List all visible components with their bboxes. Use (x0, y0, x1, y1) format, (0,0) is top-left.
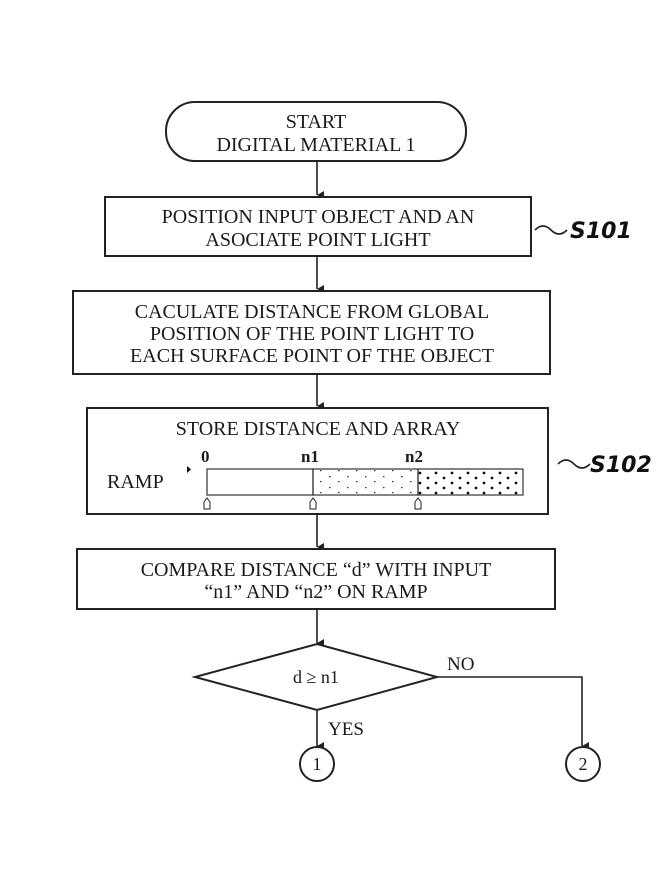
ramp-tick-0: 0 (201, 447, 210, 466)
decision-diamond: d ≥ n1 (191, 642, 441, 712)
step-s102-title: STORE DISTANCE AND ARRAY (176, 418, 461, 440)
step-compare-line2: “n1” AND “n2” ON RAMP (204, 581, 427, 603)
start-sublabel: DIGITAL MATERIAL 1 (216, 134, 415, 156)
leader-squiggle-icon (557, 459, 591, 469)
ramp-segment-dense (417, 468, 524, 496)
ramp-handle-n1[interactable] (309, 497, 317, 510)
step-s101-box: POSITION INPUT OBJECT AND AN ASOCIATE PO… (104, 196, 532, 257)
no-label: NO (447, 654, 474, 675)
ref-label-s101: S101 (570, 219, 632, 244)
ramp-tick-n1: n1 (301, 447, 319, 466)
connector-2-label: 2 (579, 754, 588, 774)
ramp-tick-n2: n2 (405, 447, 423, 466)
step-calc-line1: CACULATE DISTANCE FROM GLOBAL (135, 301, 490, 323)
step-compare-box: COMPARE DISTANCE “d” WITH INPUT “n1” AND… (76, 548, 556, 610)
decision-condition: d ≥ n1 (293, 667, 339, 687)
step-calc-line2: POSITION OF THE POINT LIGHT TO (150, 323, 474, 345)
no-arrow (437, 676, 589, 750)
step-compare-line1: COMPARE DISTANCE “d” WITH INPUT (141, 559, 492, 581)
start-label: START (286, 111, 347, 133)
ref-label-s102: S102 (590, 453, 652, 478)
step-calculate-box: CACULATE DISTANCE FROM GLOBAL POSITION O… (72, 290, 551, 375)
ramp-handle-n2[interactable] (414, 497, 422, 510)
ramp-handle-0[interactable] (203, 497, 211, 510)
start-terminator: START DIGITAL MATERIAL 1 (165, 101, 467, 162)
connector-1: 1 (299, 746, 335, 782)
step-calc-line3: EACH SURFACE POINT OF THE OBJECT (130, 345, 494, 367)
ramp-pointer-icon (187, 466, 191, 473)
yes-label: YES (328, 719, 364, 740)
connector-1-label: 1 (313, 754, 322, 774)
ramp-segment-sparse (312, 468, 419, 496)
ramp-bar (206, 468, 524, 496)
step-s101-line2: ASOCIATE POINT LIGHT (205, 229, 430, 251)
step-s102-box: STORE DISTANCE AND ARRAY RAMP 0 n1 n2 (86, 407, 549, 515)
step-s101-line1: POSITION INPUT OBJECT AND AN (162, 206, 475, 228)
leader-squiggle-icon (534, 225, 568, 235)
ramp-segment-empty (206, 468, 314, 496)
ramp-label: RAMP (107, 471, 164, 493)
connector-2: 2 (565, 746, 601, 782)
